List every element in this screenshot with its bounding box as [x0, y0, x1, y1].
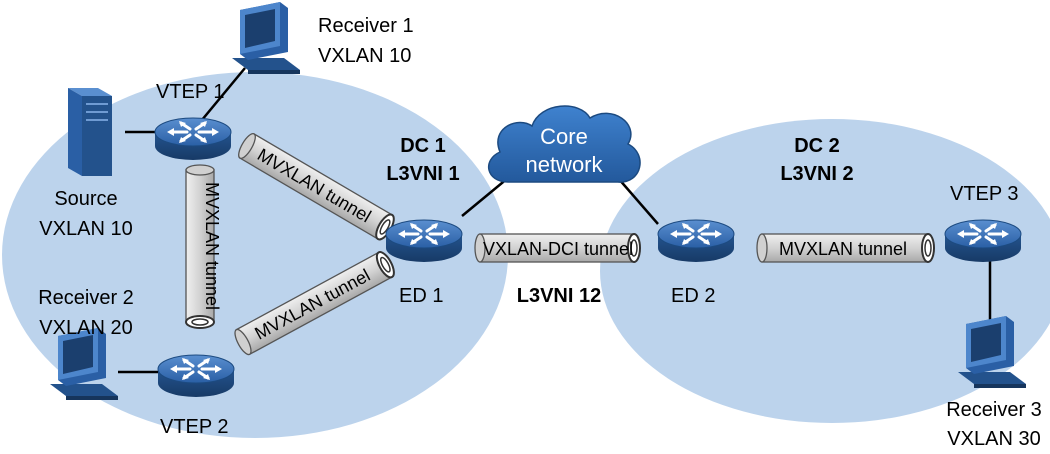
cloud-icon: Core network [487, 105, 641, 183]
tunnel-label-mvxlan-4: MVXLAN tunnel [779, 239, 907, 259]
tunnel-label-vxlan-dci: VXLAN-DCI tunnel [483, 239, 633, 259]
links [118, 67, 992, 374]
link-ed1-core [461, 177, 509, 217]
pc-icon [232, 2, 300, 74]
vtep2-label: VTEP 2 [160, 416, 229, 438]
core-label-line2: network [525, 152, 603, 177]
switch-icon [656, 218, 736, 264]
dc1-bubble [2, 72, 508, 438]
switch-icon [943, 218, 1023, 264]
switch-icon [153, 116, 233, 162]
source-label-line2: VXLAN 10 [39, 218, 132, 240]
receiver1-label-line1: Receiver 1 [318, 15, 414, 37]
ed1-label: ED 1 [399, 285, 443, 307]
tunnel-ed2-vtep3: MVXLAN tunnel [756, 233, 935, 263]
dc1-name: DC 1 [400, 135, 446, 157]
link-core-ed2 [617, 177, 659, 225]
tunnel-ed1-ed2: VXLAN-DCI tunnel [474, 233, 641, 263]
ed2-label: ED 2 [671, 285, 715, 307]
receiver3-label-line1: Receiver 3 [946, 399, 1042, 421]
switch-icon [156, 353, 236, 399]
vtep3-label: VTEP 3 [950, 183, 1019, 205]
dc2-name: DC 2 [794, 135, 840, 157]
dci-vni-label: L3VNI 12 [517, 285, 601, 307]
receiver2-label-line1: Receiver 2 [38, 287, 134, 309]
dc1-vni: L3VNI 1 [386, 163, 459, 185]
receiver1-label-line2: VXLAN 10 [318, 45, 411, 67]
server-icon [67, 87, 113, 177]
tunnel-vtep1-vtep2: MVXLAN tunnel [185, 164, 222, 329]
receiver2-label-line2: VXLAN 20 [39, 317, 132, 339]
switch-icon [384, 218, 464, 264]
dc2-vni: L3VNI 2 [780, 163, 853, 185]
vtep1-label: VTEP 1 [156, 81, 225, 103]
source-label-line1: Source [54, 188, 117, 210]
receiver3-label-line2: VXLAN 30 [947, 428, 1040, 450]
dc2-bubble [600, 119, 1050, 423]
core-label-line1: Core [540, 124, 588, 149]
tunnel-label-mvxlan-3: MVXLAN tunnel [202, 182, 222, 310]
